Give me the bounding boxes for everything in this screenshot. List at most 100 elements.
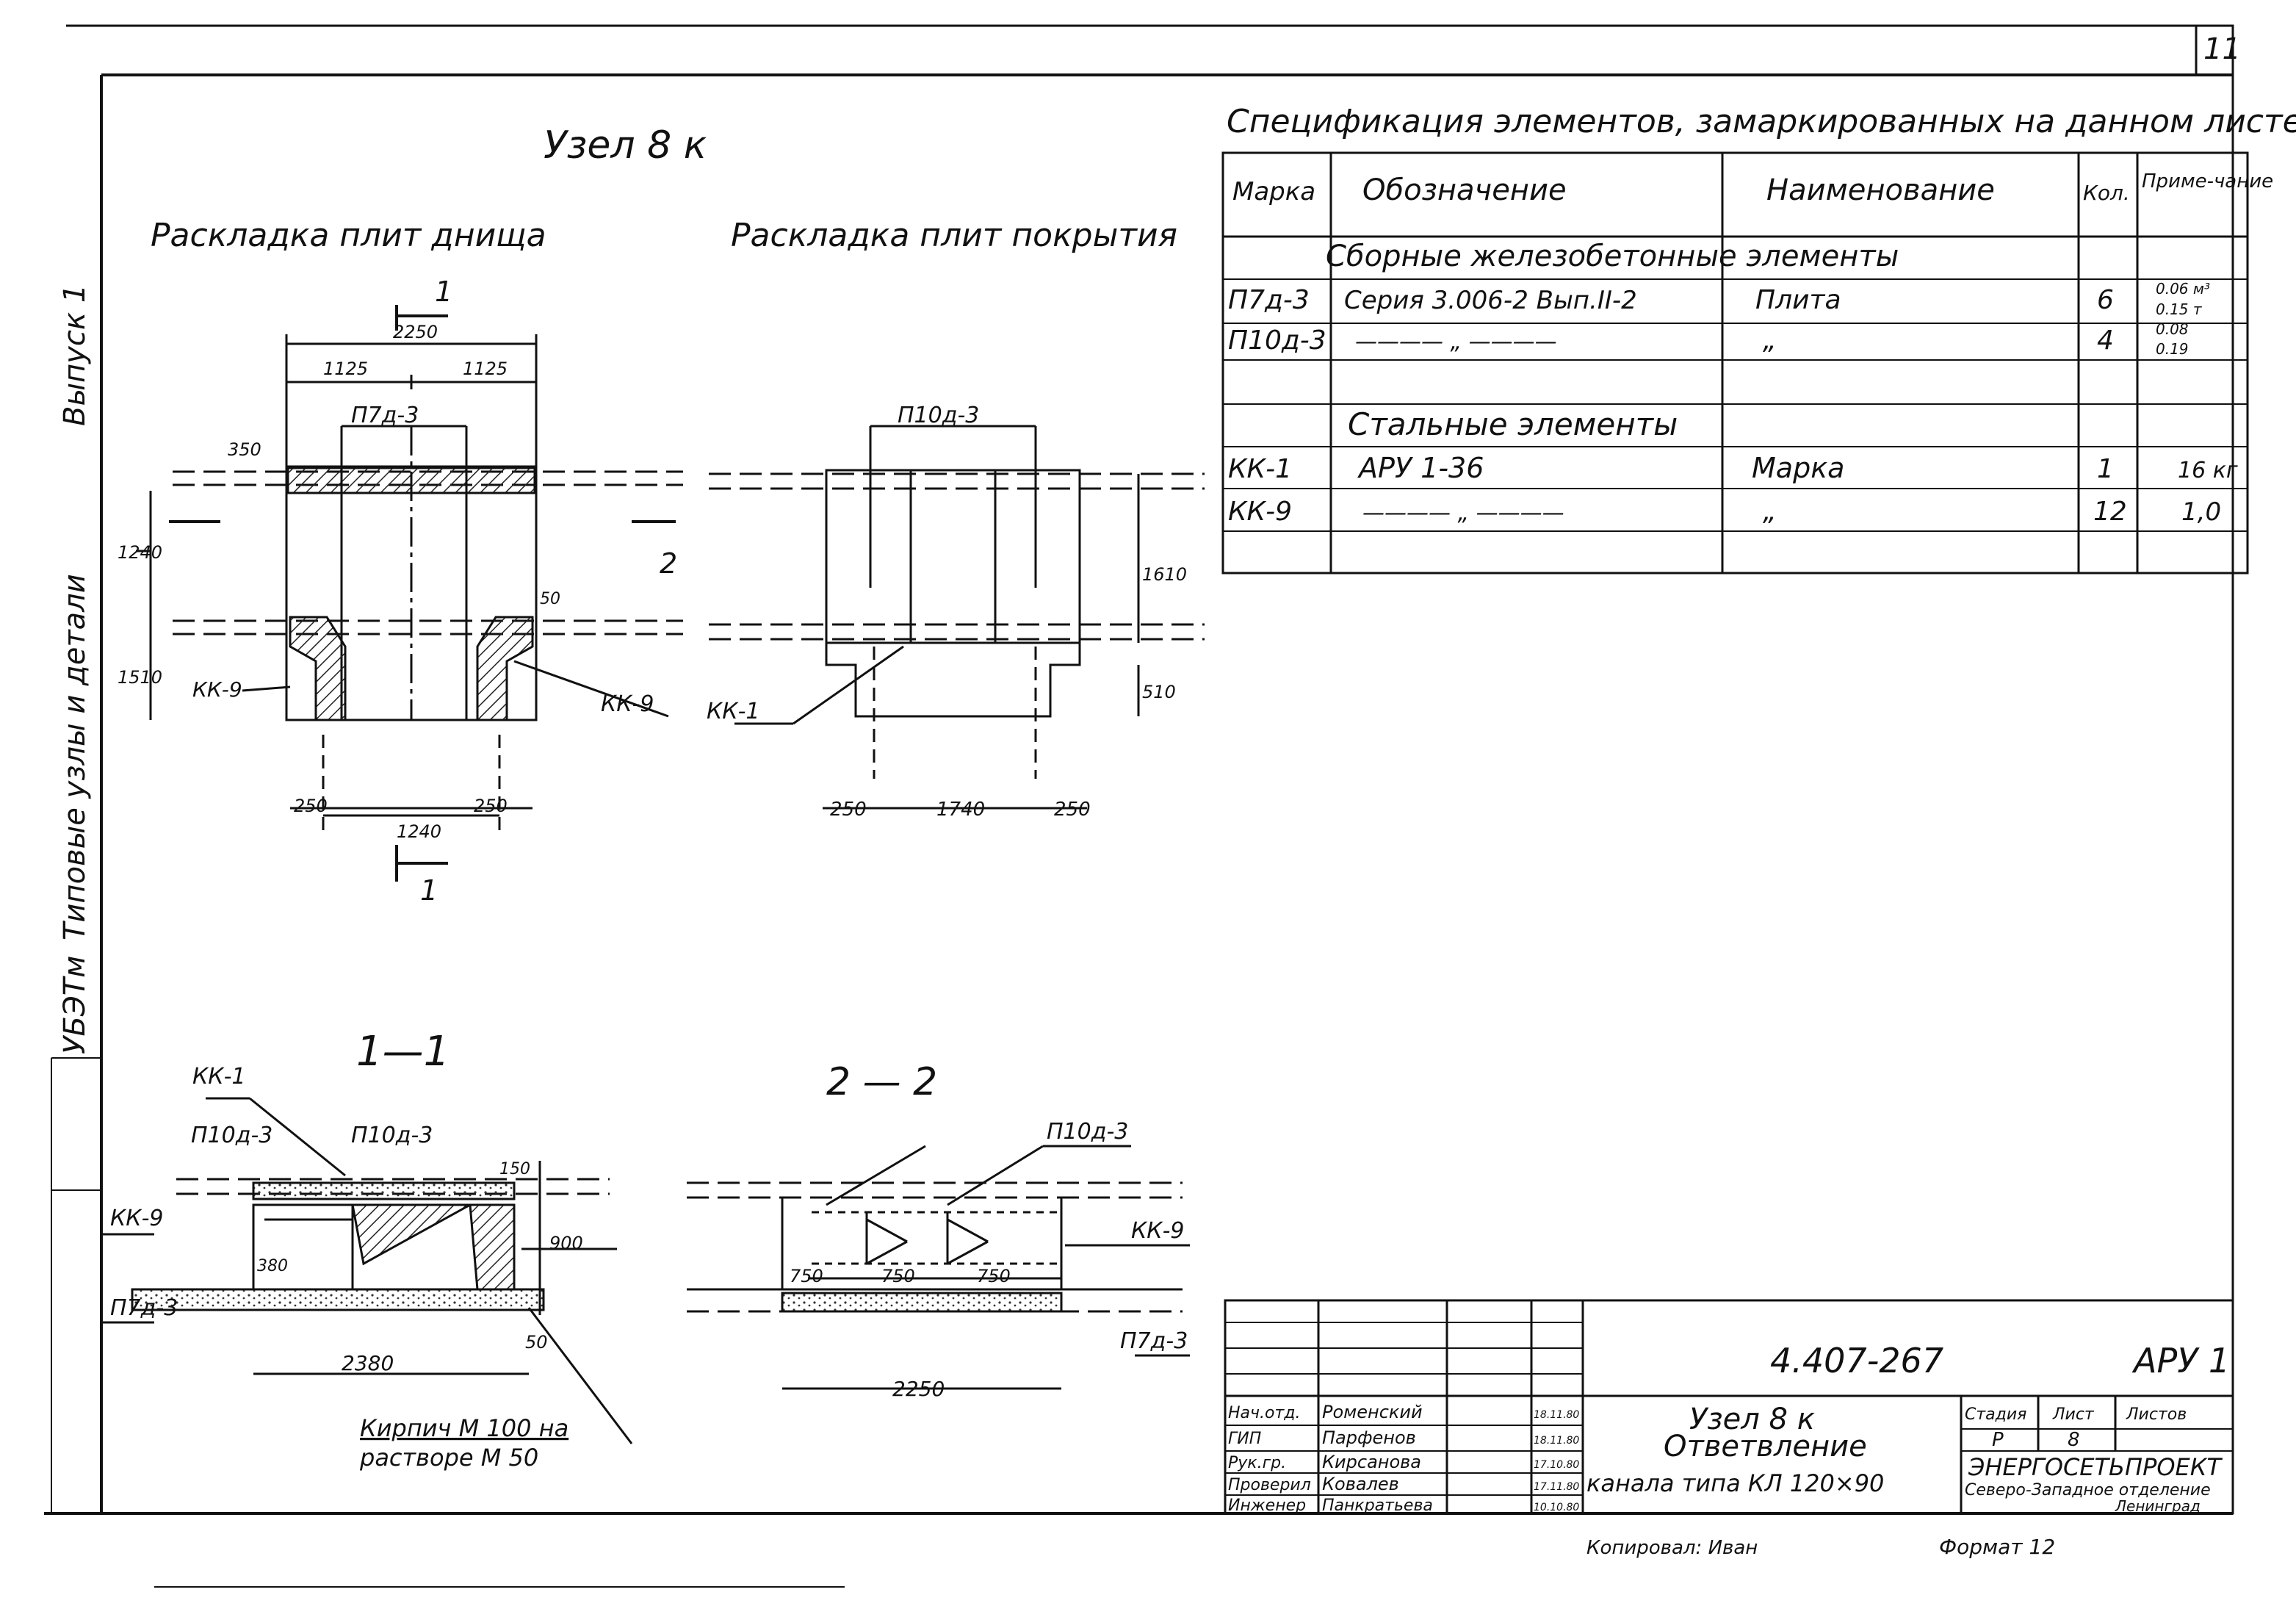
dim-900: 900 bbox=[549, 1233, 583, 1253]
section-mark-2-right: 2 bbox=[660, 547, 677, 580]
node-title: Узел 8 к bbox=[544, 123, 707, 168]
dim-1125-right: 1125 bbox=[463, 359, 508, 379]
stamp-date-3: 17.11.80 bbox=[1534, 1481, 1579, 1493]
stamp-stage-header: Стадия bbox=[1965, 1405, 2026, 1424]
label-p10d-section1-mid: П10д-3 bbox=[351, 1123, 433, 1148]
stamp-name-4: Панкратьева bbox=[1322, 1497, 1433, 1515]
spec-group-steel: Стальные элементы bbox=[1348, 406, 1678, 442]
spec-row3-designation: АРУ 1-36 bbox=[1357, 452, 1484, 484]
label-kk1-plan: КК-1 bbox=[707, 699, 760, 724]
spec-row4-designation: ———— „ ———— bbox=[1362, 500, 1564, 526]
stamp-title-line3: канала типа КЛ 120×90 bbox=[1586, 1469, 1884, 1497]
spec-title: Спецификация элементов, замаркированных … bbox=[1227, 103, 2296, 140]
stamp-role-0: Нач.отд. bbox=[1228, 1404, 1301, 1422]
plan-top-title: Раскладка плит покрытия bbox=[731, 217, 1177, 254]
spec-row2-designation: ———— „ ———— bbox=[1355, 329, 1557, 355]
spec-row1-note1: 0.06 м³ bbox=[2156, 280, 2210, 298]
stamp-date-0: 18.11.80 bbox=[1534, 1409, 1579, 1421]
spec-row2-qty: 4 bbox=[2097, 325, 2114, 356]
dim-1240-side: 1240 bbox=[118, 542, 162, 563]
section-1-1 bbox=[103, 1097, 633, 1444]
dim-350: 350 bbox=[228, 439, 261, 460]
spec-header-designation: Обозначение bbox=[1362, 173, 1567, 207]
spec-row4-qty: 12 bbox=[2093, 497, 2127, 527]
spec-group-concrete: Сборные железобетонные элементы bbox=[1326, 240, 1899, 273]
sheet-number: 11 bbox=[2203, 32, 2241, 66]
stamp-sheet: 8 bbox=[2068, 1429, 2080, 1451]
section-2-2 bbox=[687, 1145, 1190, 1390]
dim-1740: 1740 bbox=[936, 799, 985, 821]
stamp-role-4: Инженер bbox=[1228, 1497, 1306, 1515]
dim-750-c: 750 bbox=[977, 1266, 1011, 1286]
spec-row1-qty: 6 bbox=[2097, 285, 2114, 315]
dim-150-section: 150 bbox=[499, 1160, 530, 1178]
stamp-date-2: 17.10.80 bbox=[1534, 1459, 1579, 1471]
section-1-title: 1—1 bbox=[356, 1028, 450, 1076]
brick-note-line2: растворе М 50 bbox=[359, 1444, 538, 1472]
label-kk9-plan-left: КК-9 bbox=[192, 677, 242, 702]
label-kk1-section: КК-1 bbox=[192, 1064, 246, 1090]
plan-top-slabs bbox=[709, 425, 1205, 810]
sheet-frame bbox=[44, 24, 2234, 1588]
section-mark-1-top: 1 bbox=[435, 276, 452, 308]
stamp-date-4: 10.10.80 bbox=[1534, 1502, 1579, 1513]
stamp-role-3: Проверил bbox=[1228, 1476, 1311, 1494]
stamp-stage: Р bbox=[1992, 1429, 2004, 1451]
spec-row3-name: Марка bbox=[1752, 452, 1844, 484]
dim-750-a: 750 bbox=[790, 1266, 823, 1286]
label-p7d-section1: П7д-3 bbox=[110, 1295, 178, 1321]
stamp-name-0: Роменский bbox=[1322, 1402, 1423, 1422]
stamp-doc-code: 4.407-267 bbox=[1770, 1341, 1943, 1380]
stamp-title-line1: Узел 8 к bbox=[1689, 1402, 1815, 1436]
dim-750-b: 750 bbox=[881, 1266, 915, 1286]
label-kk9-section2: КК-9 bbox=[1131, 1218, 1185, 1244]
stamp-copied-by: Копировал: Иван bbox=[1586, 1537, 1758, 1559]
label-kk9-plan-right: КК-9 bbox=[601, 691, 654, 717]
stamp-name-2: Кирсанова bbox=[1322, 1452, 1421, 1472]
spec-row2-mark: П10д-3 bbox=[1228, 325, 1326, 356]
spec-table-grid bbox=[1221, 151, 2249, 575]
plan-bottom-title: Раскладка плит днища bbox=[151, 217, 546, 254]
section-2-title: 2 — 2 bbox=[826, 1060, 937, 1104]
dim-2250: 2250 bbox=[393, 322, 438, 342]
spec-row2-note2: 0.19 bbox=[2156, 340, 2189, 358]
plan-bottom-slabs bbox=[136, 305, 683, 882]
stamp-format: Формат 12 bbox=[1939, 1535, 2055, 1559]
spec-header-name: Наименование bbox=[1766, 173, 1995, 207]
spec-row1-designation: Серия 3.006-2 Вып.II-2 bbox=[1344, 286, 1637, 315]
spec-row3-note: 16 кг bbox=[2178, 458, 2238, 483]
side-org: УБЭТм bbox=[58, 956, 92, 1054]
stamp-date-1: 18.11.80 bbox=[1534, 1435, 1579, 1447]
spec-header-mark: Марка bbox=[1232, 177, 1315, 206]
side-issue: Выпуск 1 bbox=[58, 284, 92, 426]
brick-note-line1: Кирпич М 100 на bbox=[360, 1414, 568, 1442]
dim-380: 380 bbox=[257, 1257, 288, 1275]
stamp-title-line2: Ответвление bbox=[1664, 1430, 1867, 1463]
dim-250-top-right: 250 bbox=[1054, 799, 1091, 821]
spec-row4-mark: КК-9 bbox=[1228, 497, 1292, 527]
title-block-texts: 4.407-267 АРУ 1 Узел 8 к Ответвление кан… bbox=[1228, 1341, 2230, 1559]
label-p10d-section2: П10д-3 bbox=[1047, 1119, 1128, 1145]
spec-table-texts: Спецификация элементов, замаркированных … bbox=[1227, 103, 2296, 527]
section-mark-1-bottom: 1 bbox=[420, 874, 438, 907]
spec-row3-qty: 1 bbox=[2097, 454, 2114, 484]
spec-row1-name: Плита bbox=[1755, 285, 1841, 315]
stamp-album: АРУ 1 bbox=[2131, 1341, 2230, 1380]
dim-2380: 2380 bbox=[342, 1351, 394, 1375]
spec-row2-note1: 0.08 bbox=[2156, 320, 2189, 338]
label-p10d-section1-left: П10д-3 bbox=[191, 1123, 272, 1148]
dim-250-top-left: 250 bbox=[830, 799, 867, 821]
stamp-name-3: Ковалев bbox=[1322, 1474, 1399, 1494]
stamp-org-line3: Ленинград bbox=[2115, 1497, 2201, 1515]
stamp-sheet-header: Лист bbox=[2052, 1405, 2095, 1424]
stamp-role-2: Рук.гр. bbox=[1228, 1454, 1286, 1472]
dim-1610: 1610 bbox=[1142, 564, 1187, 585]
spec-header-note: Приме-чание bbox=[2142, 170, 2273, 192]
spec-row1-note2: 0.15 т bbox=[2156, 300, 2203, 318]
dim-250-left: 250 bbox=[294, 796, 328, 816]
spec-row4-note: 1,0 bbox=[2181, 497, 2221, 527]
dim-50: 50 bbox=[540, 590, 560, 608]
label-p7d-plan: П7д-3 bbox=[351, 403, 419, 428]
dim-1125-left: 1125 bbox=[323, 359, 368, 379]
